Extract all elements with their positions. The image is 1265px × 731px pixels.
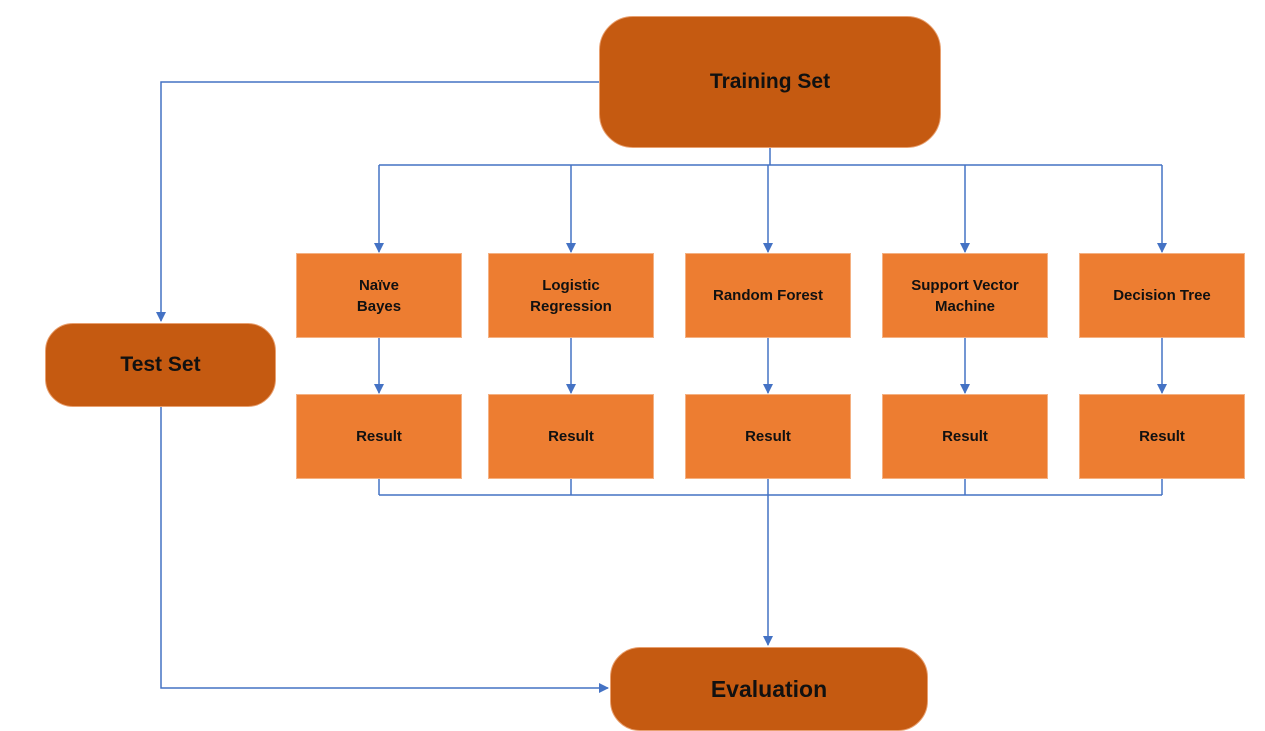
model-label: Naïve Bayes bbox=[356, 276, 402, 315]
result-label: Result bbox=[942, 428, 988, 445]
result-box-logistic-regression: Result bbox=[488, 394, 654, 479]
test-set-node: Test Set bbox=[45, 323, 276, 407]
model-label: Decision Tree bbox=[1113, 287, 1211, 304]
result-box-decision-tree: Result bbox=[1079, 394, 1245, 479]
result-box-random-forest: Result bbox=[685, 394, 851, 479]
evaluation-label: Evaluation bbox=[710, 675, 828, 702]
model-box-naive-bayes: Naïve Bayes bbox=[296, 253, 462, 338]
model-box-logistic-regression: Logistic Regression bbox=[488, 253, 654, 338]
result-label: Result bbox=[1139, 428, 1185, 445]
model-box-support-vector-machine: Support Vector Machine bbox=[882, 253, 1048, 338]
result-box-support-vector-machine: Result bbox=[882, 394, 1048, 479]
model-label: Support Vector Machine bbox=[911, 276, 1019, 315]
evaluation-node: Evaluation bbox=[610, 647, 928, 731]
result-label: Result bbox=[356, 428, 402, 445]
training-set-label: Training Set bbox=[709, 70, 831, 93]
model-box-random-forest: Random Forest bbox=[685, 253, 851, 338]
model-label: Random Forest bbox=[712, 287, 823, 304]
training-set-node: Training Set bbox=[599, 16, 941, 148]
model-label: Logistic Regression bbox=[530, 276, 612, 315]
test-set-label: Test Set bbox=[120, 353, 201, 376]
model-box-decision-tree: Decision Tree bbox=[1079, 253, 1245, 338]
result-box-naive-bayes: Result bbox=[296, 394, 462, 479]
result-label: Result bbox=[548, 428, 594, 445]
result-label: Result bbox=[745, 428, 791, 445]
